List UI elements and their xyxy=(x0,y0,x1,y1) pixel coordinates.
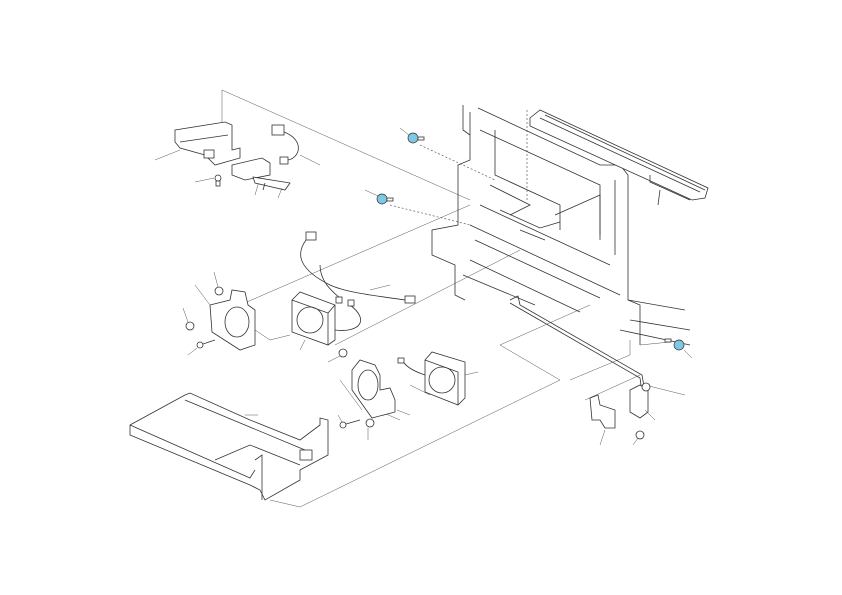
upper-rail xyxy=(529,109,709,206)
small-bracket xyxy=(589,394,616,446)
highlighted-screw-2 xyxy=(364,189,394,205)
screws-left xyxy=(182,271,224,356)
screws-center xyxy=(327,348,375,440)
sensor xyxy=(231,157,271,196)
actuator xyxy=(252,176,291,199)
left-fan-bracket xyxy=(194,284,256,351)
main-frame xyxy=(431,105,691,346)
highlighted-screw-1 xyxy=(399,127,425,144)
fan-harness xyxy=(300,231,416,331)
stopper-block xyxy=(629,382,656,421)
left-fan xyxy=(291,291,336,351)
center-fan-bracket xyxy=(339,359,411,419)
sensor-harness xyxy=(271,124,321,166)
bottom-tray xyxy=(129,392,329,501)
screw-bracket xyxy=(632,430,645,446)
rod xyxy=(509,295,686,396)
guide-lines xyxy=(221,89,671,508)
highlighted-screws xyxy=(364,127,693,359)
highlighted-screw-3 xyxy=(664,338,693,359)
center-fan xyxy=(397,351,479,406)
screw xyxy=(194,174,222,187)
sensor-bracket xyxy=(154,121,241,166)
